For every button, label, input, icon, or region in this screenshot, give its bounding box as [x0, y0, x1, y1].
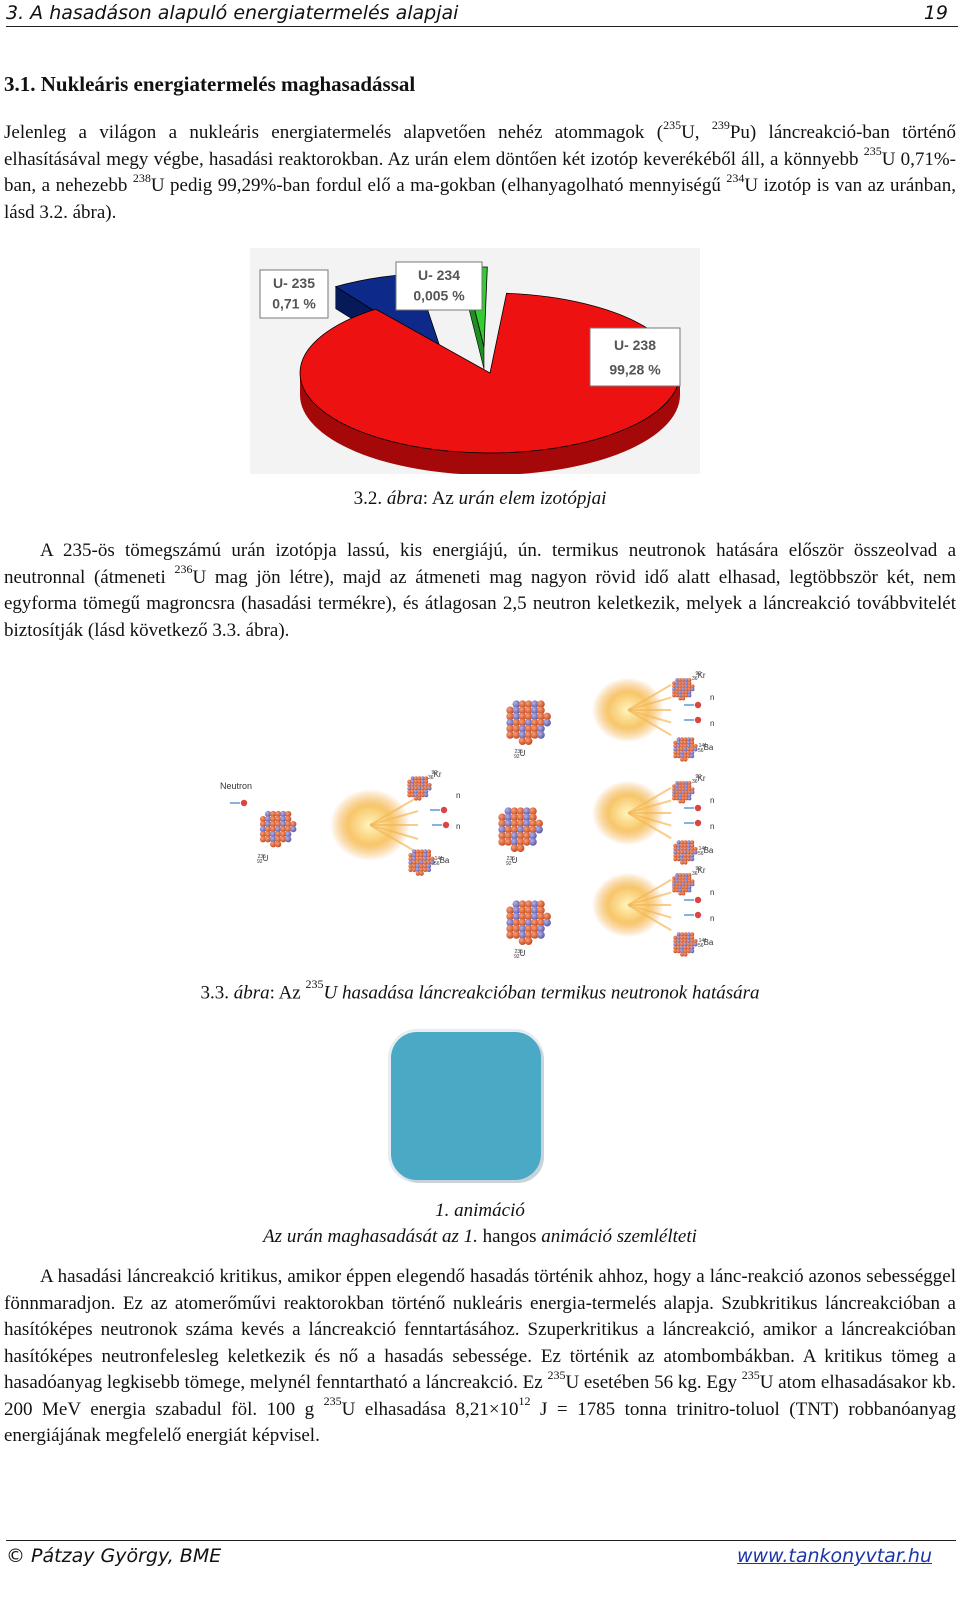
kr-fragment-c [672, 873, 695, 896]
animation-title: 1. animáció [435, 1200, 525, 1221]
neutron-b2 [694, 819, 702, 827]
n-label-a1: n [710, 693, 714, 702]
neutron-c2 [694, 911, 702, 919]
kr-fragment-b [672, 781, 695, 804]
figure-3-3-caption: 3.3. ábra: Az 235U hasadása láncreakciób… [200, 977, 760, 1004]
neutron-a1 [694, 701, 702, 709]
page-header: 3. A hasadáson alapuló energiatermelés a… [6, 0, 958, 27]
slice-u238 [299, 292, 681, 454]
incoming-neutron [240, 799, 248, 807]
ba-fragment-a [673, 737, 698, 762]
uranium-isotope-pie-chart: U- 235 0,71 % U- 234 0,005 % U- 238 99,28 % [250, 248, 700, 474]
n-label-1a: n [456, 791, 460, 800]
n-label-1b: n [456, 822, 460, 831]
section-title: 3.1. Nukleáris energiatermelés maghasadá… [4, 72, 416, 96]
author-credit: © Pátzay György, BME [6, 1545, 222, 1567]
label-u234-box [395, 261, 483, 311]
paragraph-fission: A 235-ös tömegszámú urán izotópja lassú,… [4, 540, 956, 641]
n-label-b1: n [710, 796, 714, 805]
u235-nucleus-initial [259, 810, 297, 848]
label-u234-value: 0,005 % [413, 287, 465, 303]
n-label-a2: n [710, 719, 714, 728]
kr-fragment-a [672, 678, 695, 701]
ba-fragment-c [673, 932, 698, 957]
ba-fragment-1 [408, 849, 435, 876]
slice-u238-side [300, 373, 680, 474]
label-u238-box [589, 327, 681, 387]
u235-nucleus-a [506, 700, 551, 745]
chapter-title: 3. A hasadáson alapuló energiatermelés a… [6, 2, 459, 24]
page-number: 19 [923, 2, 948, 24]
n-label-b2: n [710, 822, 714, 831]
u235-nucleus-c [506, 900, 551, 945]
label-u235-name: U- 235 [273, 275, 315, 291]
neutron-a2 [694, 716, 702, 724]
neutron-label: Neutron [220, 781, 252, 791]
n-label-c1: n [710, 888, 714, 897]
label-u235-value: 0,71 % [272, 295, 316, 311]
animation-description: Az urán maghasadását az 1. hangos animác… [263, 1226, 697, 1247]
ba-fragment-b [673, 840, 698, 865]
website-link[interactable]: www.tankonyvtar.hu [736, 1545, 932, 1567]
figure-3-2-caption: 3.2. ábra: Az urán elem izotópjai [353, 488, 607, 509]
animation-player-button[interactable] [391, 1032, 541, 1180]
neutron-c1 [694, 896, 702, 904]
label-u238-value: 99,28 % [609, 361, 661, 377]
label-u234-name: U- 234 [418, 267, 460, 283]
neutron-1a [440, 806, 448, 814]
u235-nucleus-b [498, 807, 543, 852]
paragraph-critical: A hasadási láncreakció kritikus, amikor … [4, 1266, 956, 1446]
label-u235-box [259, 269, 329, 319]
page-footer: © Pátzay György, BME www.tankonyvtar.hu [6, 1540, 956, 1571]
n-label-c2: n [710, 914, 714, 923]
neutron-1b [442, 821, 450, 829]
neutron-b1 [694, 804, 702, 812]
kr-fragment-1 [407, 776, 432, 801]
label-u238-name: U- 238 [614, 337, 656, 353]
paragraph-intro: Jelenleg a világon a nukleáris energiate… [4, 117, 956, 223]
